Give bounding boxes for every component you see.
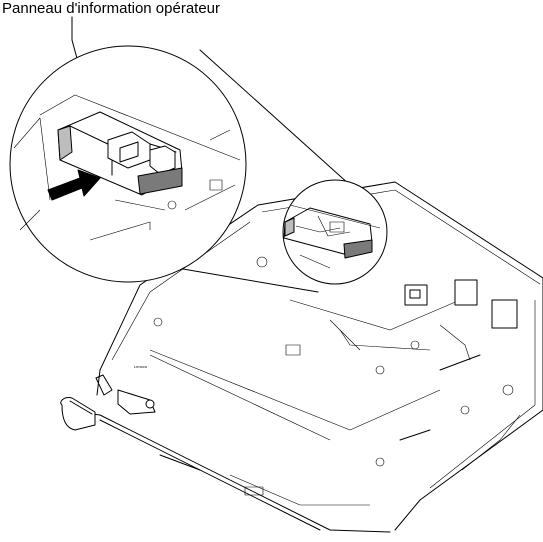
callout-label: Panneau d'information opérateur	[2, 0, 221, 17]
drive-cage-assembly	[60, 181, 543, 533]
push-arrow-icon	[47, 169, 101, 201]
detail-circle	[282, 179, 388, 285]
tray-marking: Lenovo	[134, 364, 148, 369]
magnified-view	[9, 45, 247, 283]
